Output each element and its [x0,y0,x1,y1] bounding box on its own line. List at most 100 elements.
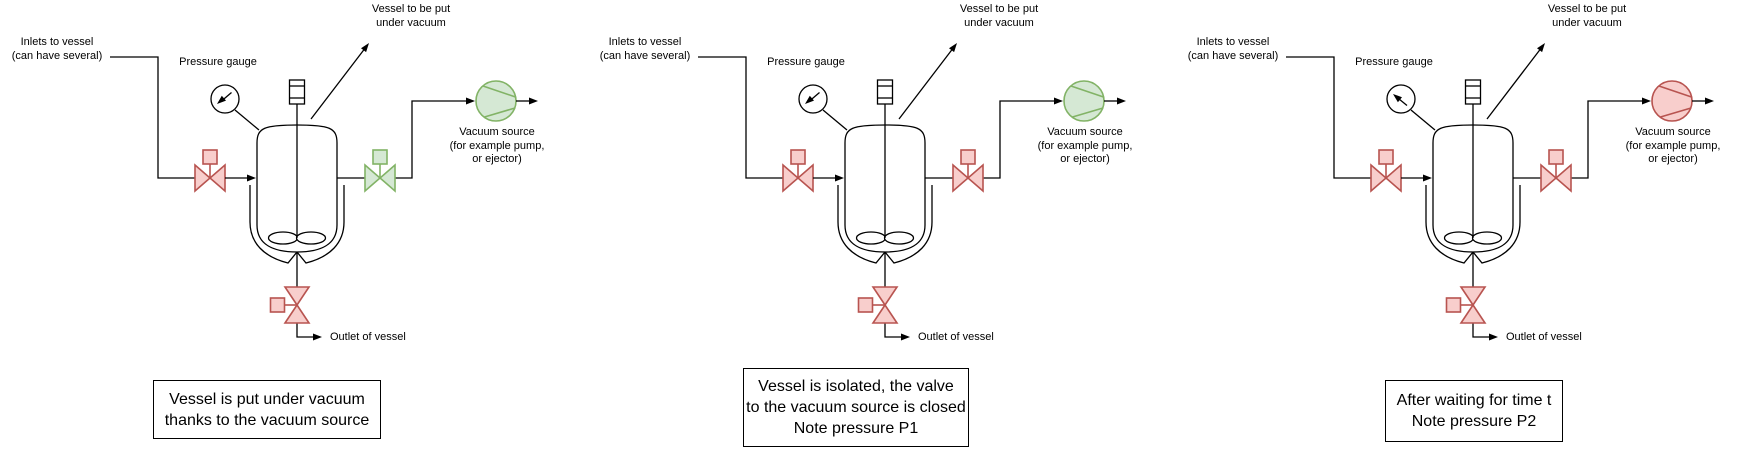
caption-box: Vessel is isolated, the valve to the vac… [743,368,969,447]
diagram-panel-1: Inlets to vessel (can have several) Pres… [0,0,565,451]
inlet-flow-arrow [1401,174,1432,182]
inlet-label: Inlets to vessel (can have several) [592,36,698,63]
vessel-annotation-line2: under vacuum [964,16,1034,29]
outlet-label: Outlet of vessel [330,331,406,343]
gauge-needle-sw [805,92,820,104]
pressure-gauge [210,84,260,131]
vessel-annotation-arrow [1486,43,1545,120]
agitator [267,79,327,245]
pump-inlet-arrow [466,97,475,105]
outlet-arrow [313,333,322,341]
diagram-panel-3: Inlets to vessel (can have several) Pres… [1176,0,1741,451]
outlet-arrow [1489,333,1498,341]
outlet-valve [269,286,311,324]
inlet-flow-arrow [225,174,256,182]
pressure-gauge-label: Pressure gauge [1355,56,1433,68]
vacuum-pipe [337,100,468,179]
vacuum-source-line1: Vacuum source [1047,126,1123,138]
vacuum-pump [475,80,517,122]
caption-line1: Vessel is put under vacuum [169,390,365,408]
vacuum-source-line1: Vacuum source [459,126,535,138]
caption-line2: to the vacuum source is closed [746,399,966,416]
vessel-annotation-label: Vessel to be put under vacuum [1528,3,1646,30]
vacuum-source-line2: (for example pump, [1625,139,1721,152]
caption-box: After waiting for time t Note pressure P… [1385,380,1563,442]
inlet-pipe [110,56,195,179]
inlet-label-line1: Inlets to vessel [20,36,94,48]
vessel-annotation-arrow [898,43,957,120]
gauge-needle-sw [217,92,232,104]
agitator-motor [876,79,894,105]
vacuum-valve [364,149,396,193]
vacuum-pump [1063,80,1105,122]
vessel-annotation-label: Vessel to be put under vacuum [940,3,1058,30]
agitator-motor [288,79,306,105]
diagram-panel-2: Inlets to vessel (can have several) Pres… [588,0,1153,451]
vessel-annotation-label: Vessel to be put under vacuum [352,3,470,30]
caption-line1: Vessel is isolated, the valve [758,378,954,395]
vacuum-source-line3: or ejector) [472,153,522,165]
pump-inlet-arrow [1054,97,1063,105]
pump-outlet-arrow [516,97,538,105]
vacuum-pump [1651,80,1693,122]
gauge-connector [234,109,260,131]
inlet-label-line1: Inlets to vessel [1196,36,1270,48]
outlet-arrow [901,333,910,341]
vacuum-pipe [1513,100,1644,179]
pump-inlet-arrow [1642,97,1651,105]
gauge-needle-nw [1393,94,1408,107]
agitator-motor [1464,79,1482,105]
outlet-pipe [1472,252,1489,338]
vacuum-source-label: Vacuum source (for example pump, or ejec… [1602,126,1741,167]
inlet-valve [782,149,814,193]
pressure-gauge-label: Pressure gauge [179,56,257,68]
vessel-annotation-line2: under vacuum [1552,16,1622,29]
vacuum-pipe [925,100,1056,179]
pressure-gauge-label: Pressure gauge [767,56,845,68]
pressure-gauge [798,84,848,131]
inlet-pipe [698,56,783,179]
vacuum-source-line3: or ejector) [1060,153,1110,165]
inlet-label-line2: (can have several) [599,49,691,62]
inlet-pipe [1286,56,1371,179]
pressure-gauge [1386,84,1436,131]
vessel-annotation-line1: Vessel to be put [959,3,1039,15]
vacuum-source-line3: or ejector) [1648,153,1698,165]
inlet-label: Inlets to vessel (can have several) [1180,36,1286,63]
caption-line2: thanks to the vacuum source [164,411,370,429]
vessel-annotation-line2: under vacuum [376,16,446,29]
inlet-label: Inlets to vessel (can have several) [4,36,110,63]
vacuum-source-label: Vacuum source (for example pump, or ejec… [1014,126,1156,167]
vacuum-valve [952,149,984,193]
process-diagram [1286,43,1714,341]
vacuum-source-line1: Vacuum source [1635,126,1711,138]
pump-outlet-arrow [1692,97,1714,105]
vacuum-source-line2: (for example pump, [449,139,545,152]
inlet-flow-arrow [813,174,844,182]
outlet-valve [857,286,899,324]
inlet-label-line1: Inlets to vessel [608,36,682,48]
inlet-valve [194,149,226,193]
inlet-label-line2: (can have several) [1187,49,1279,62]
process-diagram [110,43,538,341]
inlet-valve [1370,149,1402,193]
outlet-pipe [296,252,313,338]
inlet-label-line2: (can have several) [11,49,103,62]
outlet-pipe [884,252,901,338]
caption-line3: Note pressure P1 [793,420,919,437]
outlet-label: Outlet of vessel [918,331,994,343]
outlet-label: Outlet of vessel [1506,331,1582,343]
vacuum-source-line2: (for example pump, [1037,139,1133,152]
pump-outlet-arrow [1104,97,1126,105]
caption-line2: Note pressure P2 [1411,413,1537,430]
vessel-annotation-arrow [310,43,369,120]
gauge-connector [1410,109,1436,131]
gauge-connector [822,109,848,131]
outlet-valve [1445,286,1487,324]
caption-line1: After waiting for time t [1396,392,1552,409]
vessel-annotation-line1: Vessel to be put [371,3,451,15]
agitator [1443,79,1503,245]
vacuum-valve [1540,149,1572,193]
caption-box: Vessel is put under vacuum thanks to the… [153,380,381,439]
